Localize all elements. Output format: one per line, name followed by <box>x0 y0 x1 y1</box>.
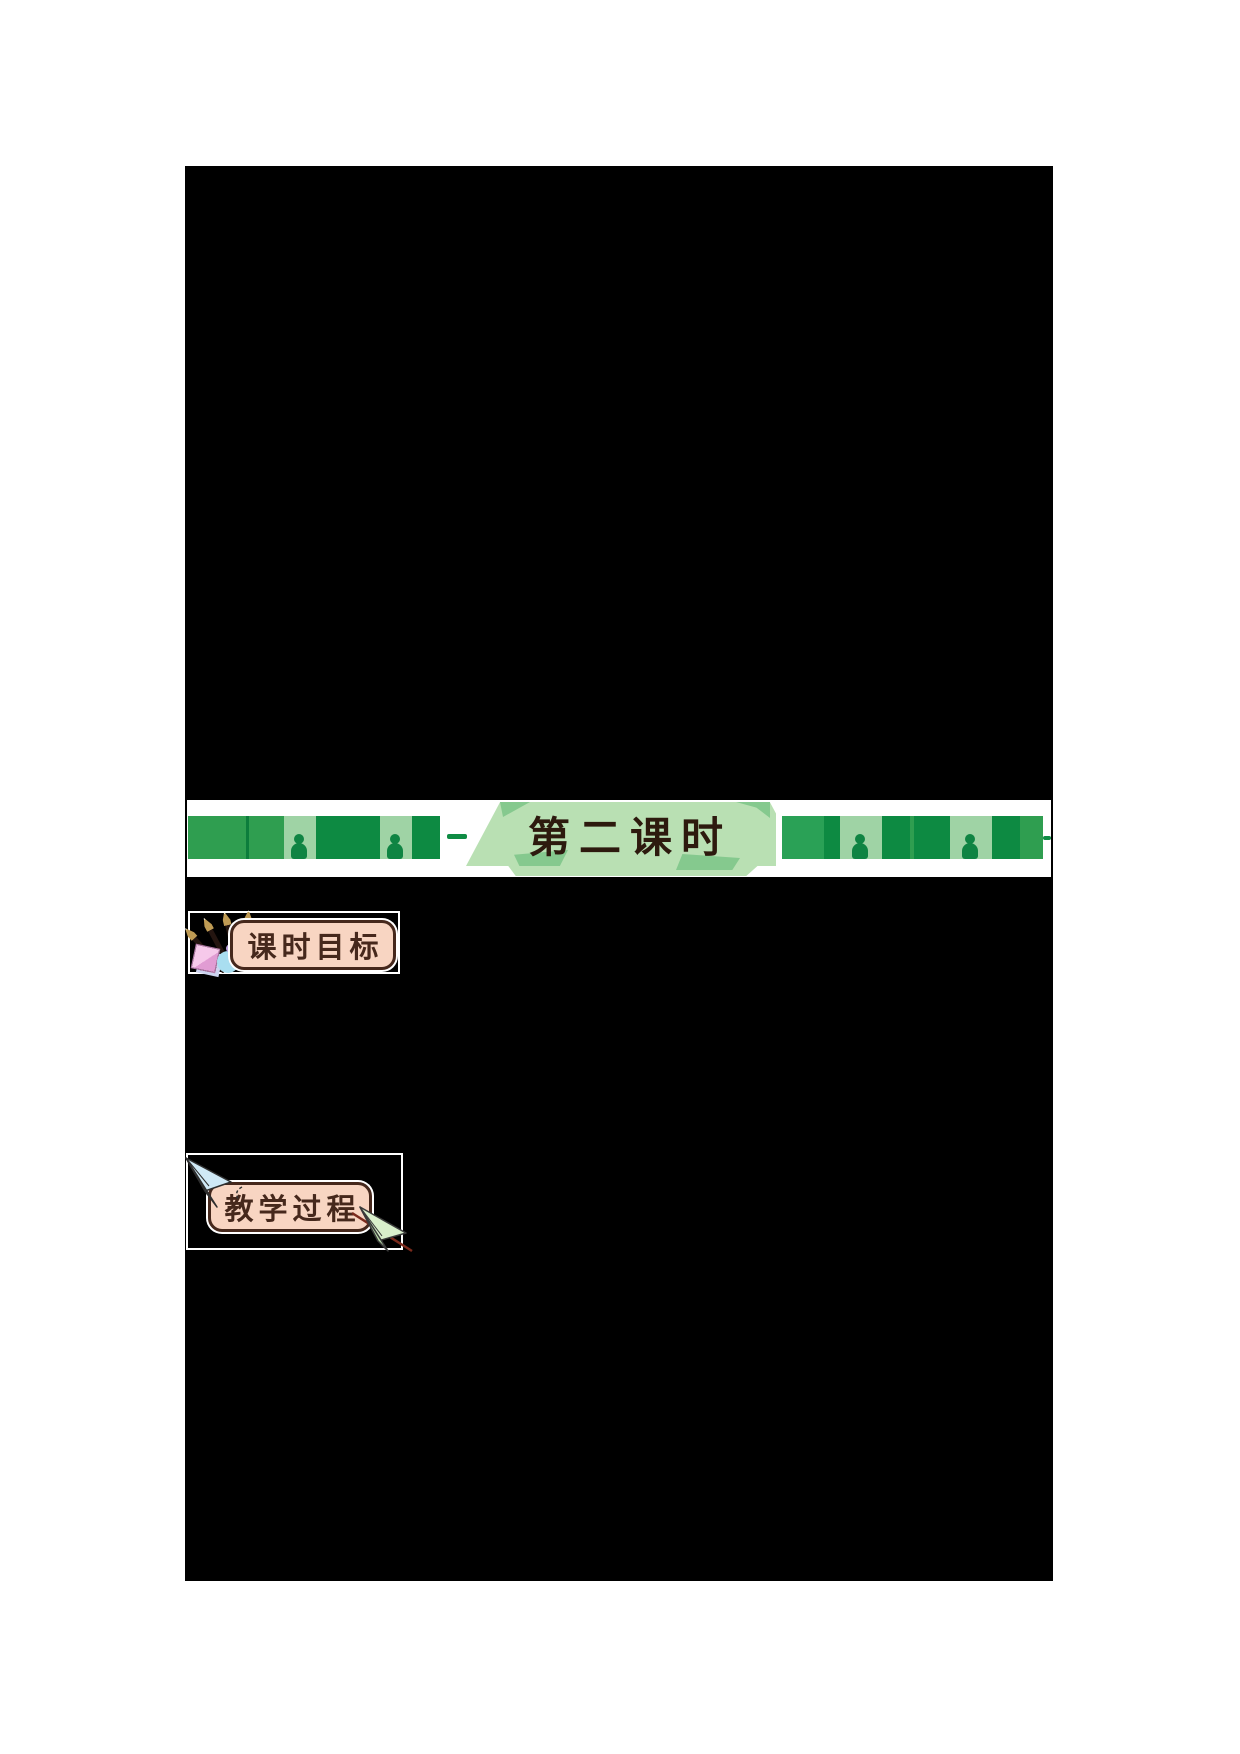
badge-label: 课时目标 <box>247 930 384 964</box>
redacted-content-block: 第二课时 课时目标 <box>185 166 1053 1581</box>
bird-silhouette-icon <box>962 834 979 859</box>
strip-segment <box>910 816 914 859</box>
strip-segment <box>782 816 824 859</box>
strip-segment <box>188 816 284 859</box>
section-badge-lesson-goals: 课时目标 <box>188 911 400 974</box>
paper-airplane-blue-icon <box>185 1157 232 1208</box>
ribbon-fold <box>514 850 568 866</box>
badge-pill: 课时目标 <box>230 920 396 970</box>
origami-note-icon <box>190 943 221 974</box>
ribbon-fold <box>676 854 740 870</box>
paper-airplane-green-icon <box>351 1206 413 1253</box>
bamboo-strip-left-icon <box>188 816 440 859</box>
section-badge-teaching-process: 教学过程 <box>185 1153 413 1253</box>
banner-dash-left <box>447 834 467 839</box>
bamboo-strip-right-icon <box>782 816 1043 859</box>
bird-silhouette-icon <box>387 834 404 859</box>
bird-silhouette-icon <box>852 834 869 859</box>
strip-segment <box>316 816 380 859</box>
banner-ribbon-panel: 第二课时 <box>466 802 776 876</box>
strip-segment <box>1020 816 1043 859</box>
dashed-trail-icon <box>235 1186 243 1200</box>
banner-dash-right <box>1043 836 1051 840</box>
section-divider-banner: 第二课时 <box>187 800 1051 877</box>
bird-silhouette-icon <box>291 834 308 859</box>
badge-label: 教学过程 <box>224 1192 361 1226</box>
badge-pill: 教学过程 <box>208 1182 372 1232</box>
banner-title: 第二课时 <box>527 812 732 862</box>
strip-segment <box>246 816 249 859</box>
strip-segment <box>412 816 440 859</box>
